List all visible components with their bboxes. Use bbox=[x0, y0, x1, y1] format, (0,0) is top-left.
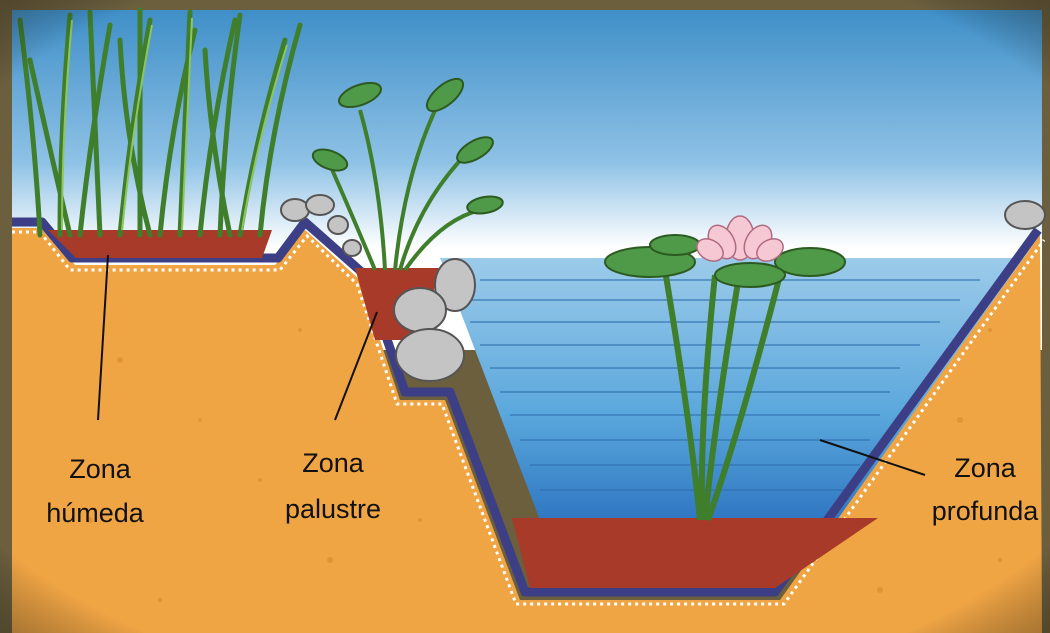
label-zona-profunda-line2: profunda bbox=[932, 496, 1040, 526]
label-zona-palustre-line2: palustre bbox=[285, 494, 381, 524]
label-zona-palustre-line1: Zona bbox=[302, 448, 365, 478]
label-zona-profunda-line1: Zona bbox=[954, 453, 1017, 483]
label-zona-humeda-line1: Zona bbox=[69, 454, 132, 484]
label-zona-humeda-line2: húmeda bbox=[46, 498, 145, 528]
